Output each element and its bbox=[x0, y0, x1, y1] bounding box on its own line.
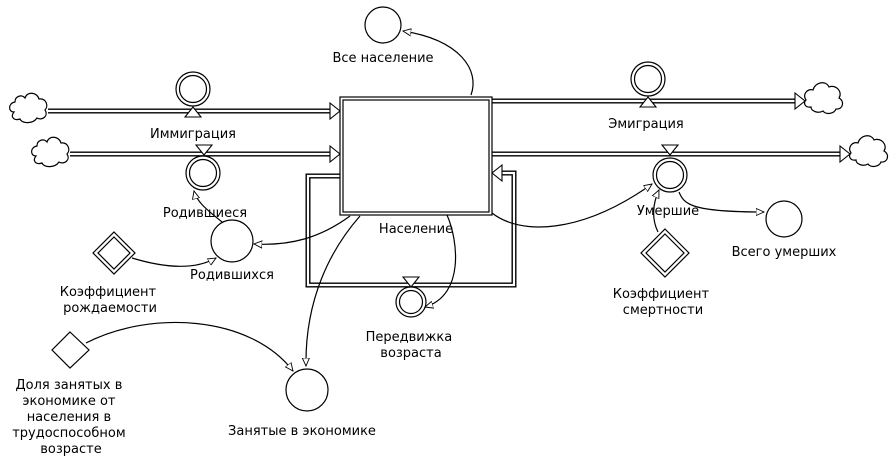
flow-pipe-deaths[interactable] bbox=[492, 144, 851, 164]
cloud-icon bbox=[9, 92, 48, 124]
constant-label-employed-share: Доля занятых в экономике от населения в … bbox=[12, 378, 130, 457]
aux-employed[interactable] bbox=[285, 368, 329, 412]
link-population-to-born[interactable] bbox=[254, 215, 351, 244]
link-deaths-to-total-deaths[interactable] bbox=[678, 191, 764, 212]
constant-employed-share[interactable] bbox=[51, 331, 90, 369]
flow-label-births: Родившиеся bbox=[163, 206, 247, 221]
flow-arrowhead bbox=[794, 91, 806, 111]
flow-arrowhead bbox=[329, 101, 341, 121]
cloud-icon bbox=[31, 136, 70, 168]
valve-births[interactable] bbox=[185, 144, 221, 191]
valve-arrow-icon bbox=[183, 106, 203, 118]
link-population-to-total-population[interactable] bbox=[403, 31, 474, 96]
flow-label-emigration: Эмиграция bbox=[608, 117, 684, 132]
link-death-rate-to-deaths[interactable] bbox=[654, 190, 660, 233]
label-line: возраста bbox=[380, 346, 441, 361]
constant-birth-rate[interactable] bbox=[92, 231, 136, 275]
flow-arrowhead bbox=[329, 144, 341, 164]
label-line: Передвижка bbox=[366, 330, 453, 345]
flow-arrowhead bbox=[491, 163, 503, 183]
flow-label-age-shift: Передвижка возраста bbox=[366, 330, 457, 361]
aux-born[interactable] bbox=[210, 219, 254, 263]
link-population-to-employed[interactable] bbox=[306, 215, 361, 366]
link-born-to-births[interactable] bbox=[194, 191, 223, 223]
label-line: трудоспособном bbox=[12, 426, 125, 441]
valve-arrow-icon bbox=[660, 144, 680, 156]
aux-label-total-population: Все население bbox=[332, 51, 433, 66]
constant-death-rate[interactable] bbox=[640, 228, 690, 278]
valve-deaths[interactable] bbox=[652, 144, 688, 193]
flow-arrowhead bbox=[839, 144, 851, 164]
label-line: смертности bbox=[623, 303, 703, 318]
link-birth-rate-to-born[interactable] bbox=[131, 257, 216, 267]
constant-label-death-rate: Коэффициент смертности bbox=[613, 287, 714, 318]
label-line: рождаемости bbox=[63, 301, 157, 316]
label-line: Коэффициент bbox=[60, 285, 157, 300]
aux-label-total-deaths: Всего умерших bbox=[732, 245, 837, 260]
flow-label-deaths: Умершие bbox=[637, 204, 699, 219]
aux-total-population[interactable] bbox=[364, 6, 402, 44]
valve-age-shift[interactable] bbox=[395, 276, 427, 318]
valve-arrow-icon bbox=[194, 144, 214, 156]
cloud-icon bbox=[849, 135, 889, 168]
cloud-icon bbox=[804, 82, 844, 115]
aux-label-born: Родившихся bbox=[190, 268, 274, 283]
flow-pipe-emigration[interactable] bbox=[492, 91, 806, 111]
stock-population[interactable] bbox=[339, 96, 493, 216]
valve-immigration[interactable] bbox=[175, 71, 211, 118]
valve-emigration[interactable] bbox=[630, 61, 666, 108]
link-population-to-age-shift[interactable] bbox=[425, 214, 457, 307]
label-line: Коэффициент bbox=[613, 287, 710, 302]
label-line: возрасте bbox=[40, 442, 101, 457]
link-population-to-deaths[interactable] bbox=[491, 184, 652, 228]
flow-label-immigration: Иммиграция bbox=[150, 127, 236, 142]
label-line: экономике от bbox=[22, 394, 116, 409]
aux-total-deaths[interactable] bbox=[765, 200, 803, 238]
valve-arrow-icon bbox=[401, 276, 421, 288]
link-employed-share-to-employed[interactable] bbox=[85, 321, 293, 371]
aux-label-employed: Занятые в экономике bbox=[228, 424, 376, 439]
valve-arrow-icon bbox=[638, 96, 658, 108]
label-line: населения в bbox=[27, 410, 111, 425]
flow-pipe-births[interactable] bbox=[70, 144, 341, 164]
stock-label-population: Население bbox=[379, 222, 453, 237]
label-line: Доля занятых в bbox=[15, 378, 122, 393]
constant-label-birth-rate: Коэффициент рождаемости bbox=[60, 285, 161, 316]
